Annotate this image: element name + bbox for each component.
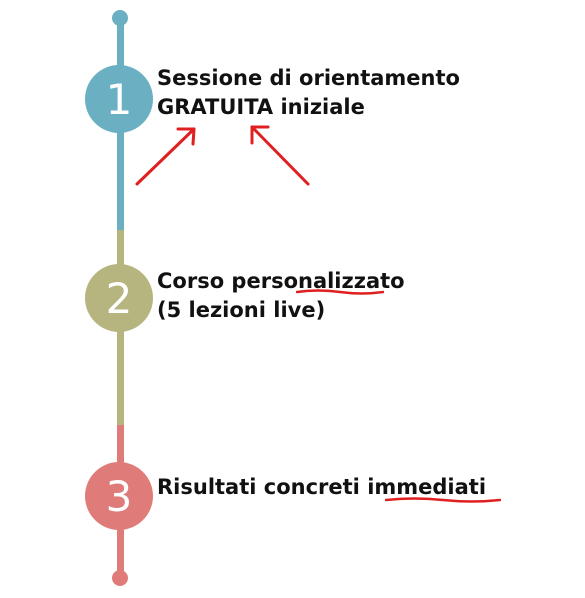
spellcheck-underline-2: [385, 497, 501, 503]
annotation-arrow-right: [250, 125, 310, 186]
step-3-marker: 3: [85, 462, 153, 530]
step-1-line-2: GRATUITA iniziale: [157, 95, 365, 119]
step-1-text: Sessione di orientamento GRATUITA inizia…: [157, 64, 460, 122]
timeline-start-dot: [112, 10, 128, 26]
step-1-number: 1: [106, 75, 133, 124]
step-2-number: 2: [106, 274, 133, 323]
step-3-text: Risultati concreti immediati: [157, 473, 486, 502]
step-2-marker: 2: [85, 264, 153, 332]
annotation-arrow-left: [135, 127, 196, 186]
step-1-marker: 1: [85, 65, 153, 133]
spellcheck-underline-1: [296, 289, 384, 295]
step-3-number: 3: [106, 472, 133, 521]
step-1-line-1: Sessione di orientamento: [157, 66, 460, 90]
step-2-text: Corso personalizzato (5 lezioni live): [157, 267, 405, 325]
step-2-line-2: (5 lezioni live): [157, 298, 326, 322]
step-2-line-1: Corso personalizzato: [157, 269, 405, 293]
step-3-line-1: Risultati concreti immediati: [157, 475, 487, 499]
timeline-end-dot: [112, 570, 128, 586]
